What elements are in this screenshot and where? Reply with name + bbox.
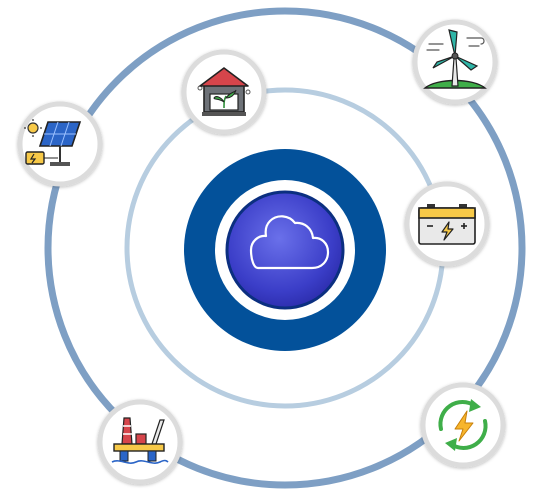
- oil-rig-icon: [111, 417, 169, 464]
- green-house-icon: [197, 67, 251, 116]
- battery-icon: [418, 204, 476, 245]
- renewable-energy-icon: [438, 399, 488, 451]
- cloud-icon: [249, 215, 330, 270]
- solar-panel-icon: [24, 119, 82, 166]
- node-battery[interactable]: [404, 181, 490, 267]
- wind-turbine-icon: [423, 29, 487, 89]
- node-green-house[interactable]: [181, 49, 267, 135]
- center-hub: [184, 149, 386, 351]
- node-wind-turbine[interactable]: [412, 19, 498, 105]
- node-solar-panel[interactable]: [17, 101, 103, 187]
- node-oil-rig[interactable]: [97, 399, 183, 485]
- node-renewable-energy[interactable]: [420, 382, 506, 468]
- outer-ring: [44, 7, 526, 489]
